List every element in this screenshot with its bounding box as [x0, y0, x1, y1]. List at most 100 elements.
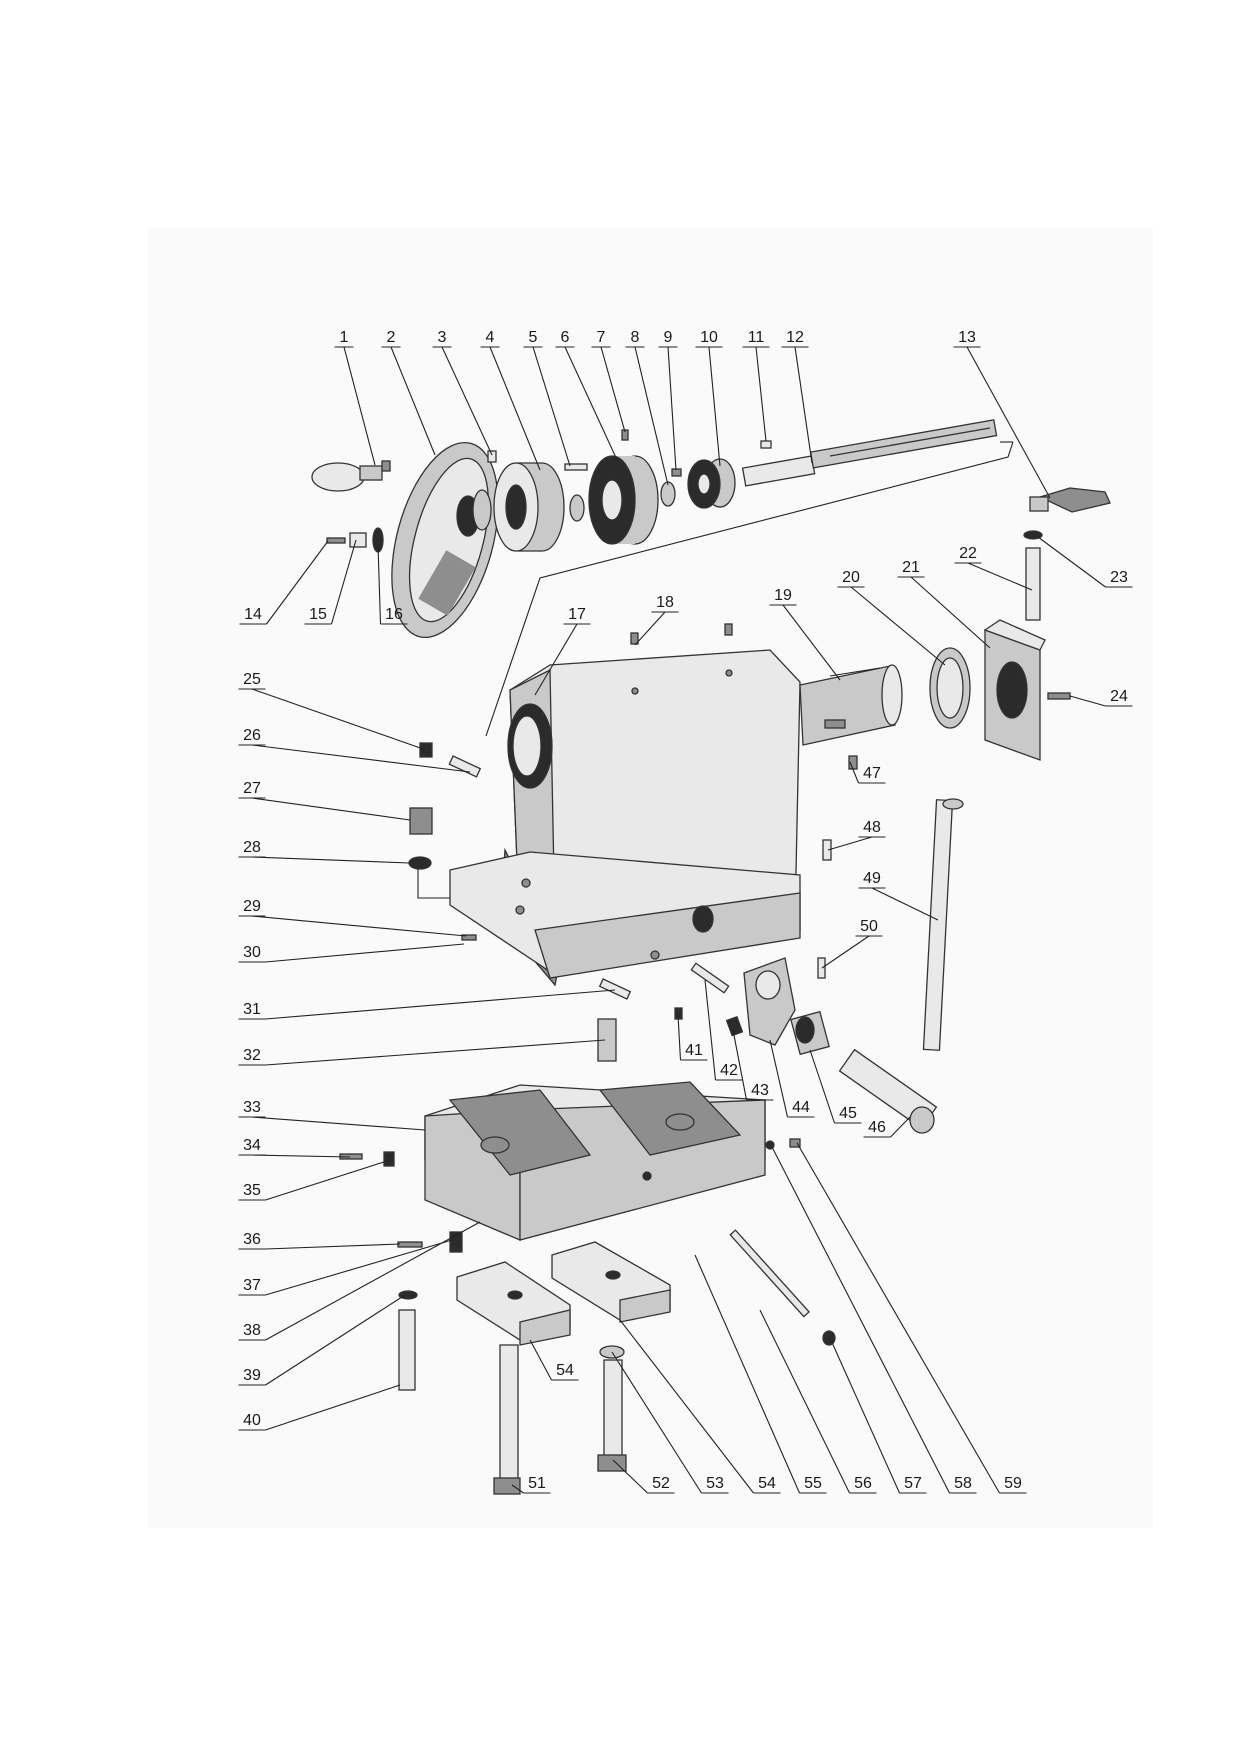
- callout-label: 42: [720, 1062, 738, 1079]
- handwheel-part: [391, 441, 499, 639]
- callout-leader: [967, 562, 1033, 591]
- callout-11: 11: [742, 329, 770, 442]
- callout-49: 49: [858, 870, 939, 921]
- callout-label: 21: [902, 559, 920, 576]
- callout-leader: [377, 544, 382, 625]
- assembly-line: [485, 441, 1014, 737]
- callout-45: 45: [809, 1049, 862, 1124]
- callout-label: 11: [748, 329, 765, 346]
- callout-label: 7: [597, 329, 606, 346]
- callout-leader: [265, 1384, 401, 1431]
- callout-label: 6: [561, 329, 570, 346]
- callout-leader: [265, 1243, 401, 1250]
- callout-label: 17: [568, 606, 586, 623]
- callout-label: 3: [438, 329, 447, 346]
- washer-28-leader: [417, 868, 450, 899]
- callout-33: 33: [238, 1099, 426, 1131]
- callout-leader: [667, 346, 677, 471]
- callout-leader: [890, 1116, 911, 1138]
- callout-leader: [634, 346, 669, 486]
- callout-leader: [265, 1239, 453, 1296]
- callout-leader: [794, 346, 813, 464]
- callout-leader: [529, 1339, 552, 1381]
- callout-leader: [265, 1159, 391, 1201]
- callout-54: 54: [529, 1339, 579, 1381]
- adjusting-screw-part: [729, 1229, 810, 1318]
- callout-40: 40: [238, 1384, 401, 1431]
- screw-36-part: [397, 1241, 423, 1248]
- callout-label: 49: [863, 870, 881, 887]
- callout-label: 51: [528, 1475, 546, 1492]
- callout-2: 2: [381, 329, 436, 456]
- callout-53: 53: [611, 1351, 729, 1494]
- callout-35: 35: [238, 1159, 391, 1201]
- callout-leader: [265, 1039, 606, 1066]
- callout-label: 15: [309, 606, 327, 623]
- callout-label: 26: [243, 727, 261, 744]
- callout-13: 13: [953, 329, 1051, 499]
- callout-leader: [704, 979, 717, 1081]
- washer-28-part: [408, 856, 432, 870]
- parts-drawing: [311, 419, 1111, 1495]
- pin-31-part: [598, 978, 632, 1000]
- callout-leader: [694, 1254, 801, 1494]
- pin-26-part: [448, 755, 482, 778]
- callout-39: 39: [238, 1294, 406, 1386]
- plate-35-part: [383, 1151, 395, 1167]
- callout-leader: [769, 1039, 789, 1118]
- callout-30: 30: [238, 943, 465, 963]
- callout-leader: [782, 604, 841, 681]
- callout-label: 48: [863, 819, 881, 836]
- clamp-bolt-part: [1025, 547, 1041, 621]
- callout-leader: [634, 611, 666, 646]
- callout-leader: [251, 1116, 426, 1131]
- callout-label: 29: [243, 898, 261, 915]
- callout-4: 4: [480, 329, 541, 471]
- callout-label: 56: [854, 1475, 872, 1492]
- oil-cup-part: [630, 632, 639, 645]
- callout-label: 4: [486, 329, 495, 346]
- bearing-housing-part: [588, 455, 659, 545]
- callout-46: 46: [863, 1116, 911, 1138]
- callout-17: 17: [534, 606, 591, 696]
- callout-57: 57: [829, 1337, 927, 1494]
- callout-leader: [534, 623, 578, 696]
- callout-label: 43: [751, 1082, 769, 1099]
- callout-leader: [611, 1351, 702, 1494]
- feather-key-part: [760, 440, 772, 449]
- callout-8: 8: [625, 329, 669, 486]
- callout-leader: [821, 935, 870, 969]
- screw-59-part: [789, 1138, 801, 1148]
- callout-leader: [532, 346, 571, 467]
- eccentric-block-part: [743, 957, 796, 1046]
- callout-leader: [251, 856, 411, 864]
- callout-leader: [849, 761, 860, 784]
- callout-6: 6: [555, 329, 619, 463]
- callout-leader: [441, 346, 493, 456]
- callout-label: 32: [243, 1047, 261, 1064]
- callout-56: 56: [759, 1309, 877, 1494]
- eccentric-shaft-part: [838, 1048, 938, 1134]
- bolt-51-part: [499, 1344, 519, 1486]
- quill-part: [799, 664, 903, 746]
- callout-label: 54: [556, 1362, 574, 1379]
- callout-leader: [829, 1337, 901, 1494]
- callout-label: 55: [804, 1475, 822, 1492]
- callout-leader: [564, 346, 619, 463]
- callout-leader: [850, 586, 946, 666]
- callout-leader: [796, 1142, 1000, 1494]
- pin-part: [564, 463, 588, 471]
- callout-label: 1: [340, 329, 349, 346]
- nut-15-part: [349, 532, 367, 548]
- pin-48-part: [822, 839, 832, 861]
- callout-leader: [755, 346, 767, 442]
- bolt-52-head: [597, 1454, 627, 1472]
- callout-label: 39: [243, 1367, 261, 1384]
- callout-47: 47: [849, 761, 886, 784]
- callout-52: 52: [612, 1459, 675, 1494]
- key-part: [487, 450, 497, 463]
- tailstock-base-part: [424, 1081, 766, 1241]
- callout-label: 52: [652, 1475, 670, 1492]
